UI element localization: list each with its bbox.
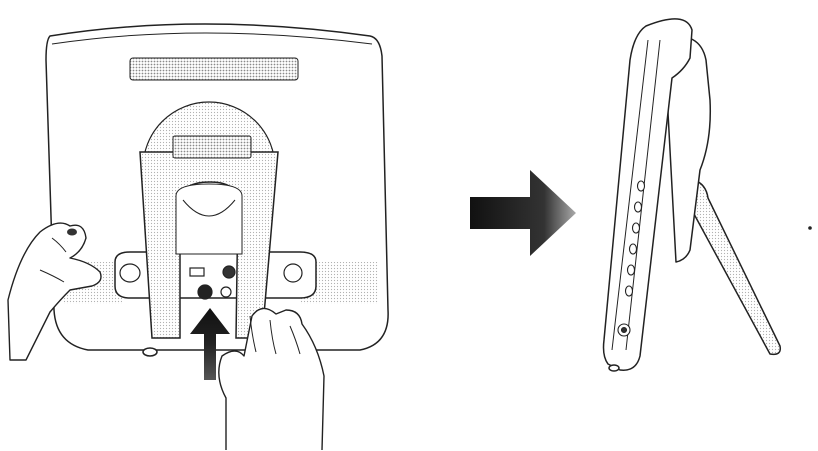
side-panel-body [602, 18, 693, 371]
port-round-1 [222, 265, 236, 279]
casing-top-edge [51, 32, 373, 45]
foot-left [142, 347, 158, 357]
port-left [119, 263, 141, 283]
port-right [283, 263, 303, 283]
stand-hub-lower-arc [182, 199, 236, 217]
side-button-4 [628, 243, 638, 255]
top-vent [129, 57, 299, 81]
port-round-2 [197, 284, 213, 300]
side-buttons [617, 180, 646, 337]
side-panel-inner-edge [625, 39, 661, 351]
side-button-5 [626, 264, 636, 276]
side-button-1 [636, 180, 646, 192]
side-button-2 [633, 201, 643, 213]
side-power-button-core [620, 326, 628, 334]
side-panel-front-edge [611, 39, 649, 351]
monitor-back-view [45, 23, 389, 357]
stand-inner-window [175, 183, 243, 255]
port-usb [189, 267, 205, 277]
side-button-3 [631, 222, 641, 234]
right-hand [218, 307, 325, 451]
port-round-3 [220, 286, 232, 298]
side-stand-leg [679, 179, 782, 356]
side-foot [608, 364, 620, 372]
monitor-side-view [602, 18, 782, 372]
arrow-right-icon [470, 170, 576, 256]
left-thumbnail [67, 228, 77, 236]
left-hand [7, 222, 102, 361]
stand-hinge [172, 135, 252, 159]
stray-mark [808, 226, 812, 230]
arrow-up-icon [190, 308, 230, 380]
side-button-6 [624, 285, 634, 297]
side-rear-housing [663, 35, 712, 263]
